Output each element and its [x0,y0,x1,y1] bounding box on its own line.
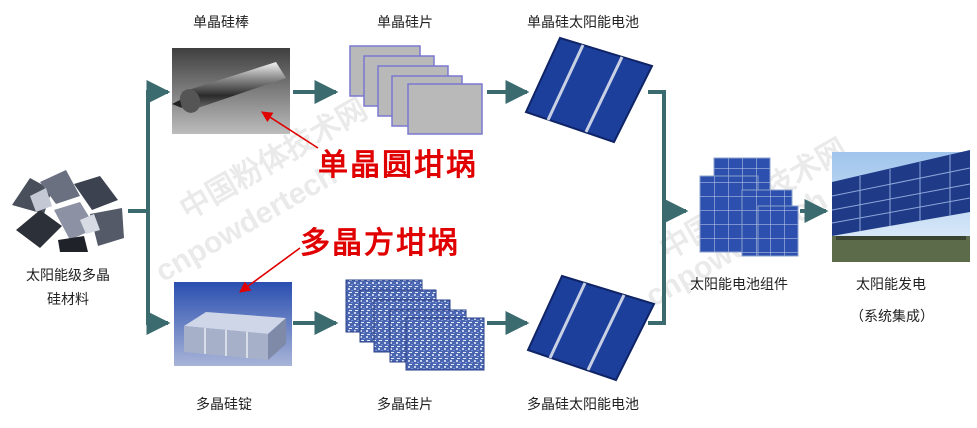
label-mono-wafer: 单晶硅片 [377,15,433,31]
mono-solar-cell-image [524,36,654,144]
raw-silicon-image [8,170,126,252]
callout-poly-crucible: 多晶方坩埚 [300,226,460,261]
label-power-line1: 太阳能发电 [856,277,926,293]
label-module: 太阳能电池组件 [690,277,788,293]
mono-silicon-rod-image [172,48,290,134]
label-poly-wafer: 多晶硅片 [377,397,433,413]
label-poly-cell: 多晶硅太阳能电池 [527,397,639,413]
label-mono-rod: 单晶硅棒 [193,15,249,31]
arrows [128,80,829,335]
poly-wafer-image [345,279,485,371]
label-mono-cell: 单晶硅太阳能电池 [527,15,639,31]
callout-mono-crucible: 单晶圆坩埚 [318,148,478,183]
callout-arrow-poly [239,247,301,293]
arrow-poly-cell-out [648,211,666,325]
label-raw-material: 太阳能级多晶硅材料 [26,268,110,308]
arrow-to-mono-rod [146,80,171,211]
arrow-to-poly-ingot [146,211,171,335]
label-poly-ingot: 多晶硅锭 [196,397,252,413]
callout-arrow-mono [261,111,319,149]
solar-module-image [699,157,799,257]
poly-silicon-ingot-image [174,282,292,366]
poly-solar-cell-image [526,274,656,382]
callout-arrows [239,111,319,293]
label-power-line2: （系统集成） [850,309,934,325]
mono-wafer-image [349,45,483,135]
solar-farm-image [831,150,971,262]
arrow-mono-cell-out [648,90,666,211]
